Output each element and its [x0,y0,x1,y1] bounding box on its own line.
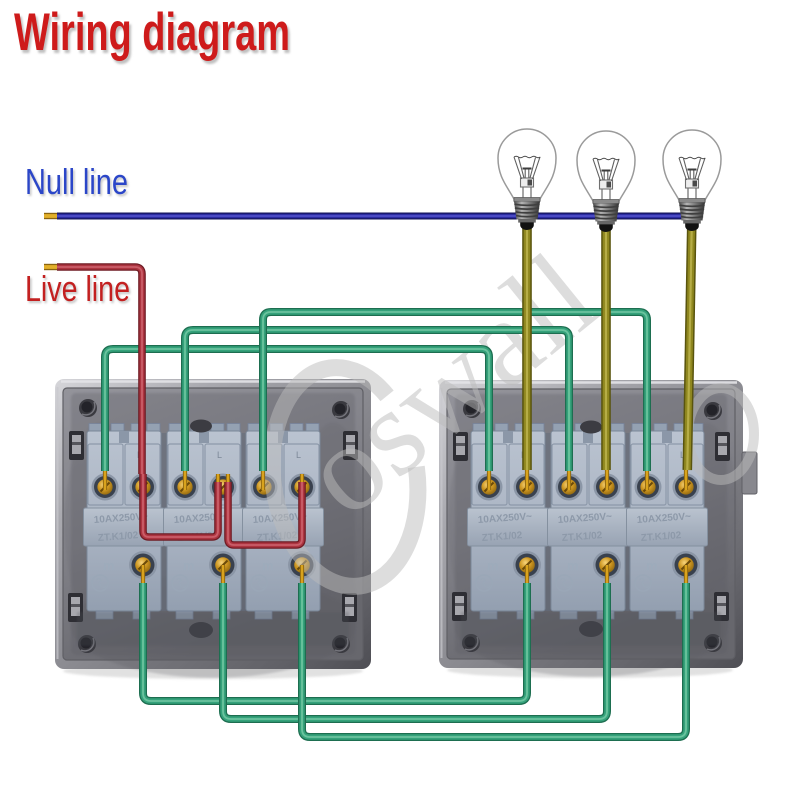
svg-text:Null line: Null line [27,163,130,204]
svg-text:Live line: Live line [27,270,132,311]
svg-text:Wiring diagram: Wiring diagram [14,3,290,62]
svg-text:Null line: Null line [25,161,128,202]
svg-text:Wiring diagram: Wiring diagram [16,6,292,65]
svg-text:Live line: Live line [25,268,130,309]
